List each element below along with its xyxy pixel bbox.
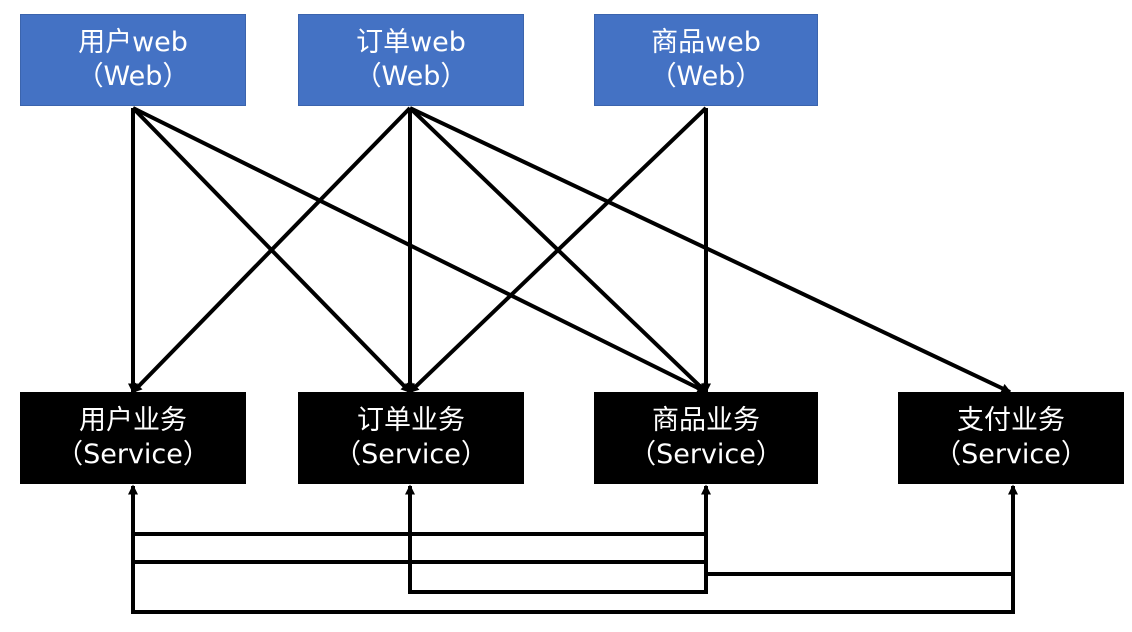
call-arrow [132,106,708,394]
web-box-name: 商品web [651,27,761,59]
web-box-name: 用户web [78,27,188,59]
service-box-type: （Service） [334,439,488,470]
service-box-name: 用户业务 [79,405,187,437]
web-to-service-arrows [128,106,1012,394]
call-arrow [408,106,708,394]
service-box-type: （Service） [934,439,1088,470]
web-box-type: （Web） [76,61,190,92]
web-box-goods[interactable]: 商品web （Web） [594,14,818,106]
service-box-pay[interactable]: 支付业务 （Service） [898,392,1124,484]
service-link-line [131,490,708,536]
service-box-name: 支付业务 [957,405,1065,437]
service-box-type: （Service） [56,439,210,470]
service-link-lines [128,484,1018,614]
web-box-type: （Web） [354,61,468,92]
service-box-user[interactable]: 用户业务 （Service） [20,392,246,484]
service-box-name: 商品业务 [652,405,760,437]
service-box-type: （Service） [629,439,783,470]
web-box-user[interactable]: 用户web （Web） [20,14,246,106]
web-box-order[interactable]: 订单web （Web） [298,14,524,106]
call-arrow [131,106,412,394]
service-box-name: 订单业务 [357,405,465,437]
service-link-line [131,490,1015,614]
service-box-order[interactable]: 订单业务 （Service） [298,392,524,484]
web-box-type: （Web） [649,61,763,92]
web-box-name: 订单web [356,27,466,59]
service-box-goods[interactable]: 商品业务 （Service） [594,392,818,484]
service-link-line [131,490,708,564]
service-link-line [408,490,708,594]
call-arrow [409,106,1012,394]
service-link-line [704,490,1015,576]
